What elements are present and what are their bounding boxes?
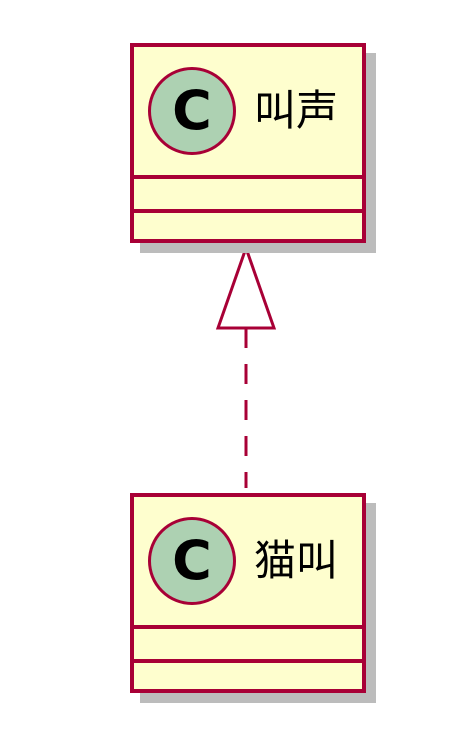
- class-stereotype-icon: C: [148, 67, 236, 155]
- class-header: C 猫叫: [134, 497, 362, 629]
- class-attributes-section: [134, 179, 362, 213]
- class-box-implementation[interactable]: C 猫叫: [130, 493, 366, 693]
- class-attributes-section: [134, 629, 362, 663]
- class-name: 猫叫: [254, 536, 339, 585]
- class-box-interface[interactable]: C 叫声: [130, 43, 366, 243]
- class-header: C 叫声: [134, 47, 362, 179]
- class-stereotype-icon: C: [148, 517, 236, 605]
- hollow-triangle-arrowhead: [215, 243, 277, 330]
- class-methods-section: [134, 663, 362, 693]
- class-name: 叫声: [254, 86, 339, 135]
- class-methods-section: [134, 213, 362, 243]
